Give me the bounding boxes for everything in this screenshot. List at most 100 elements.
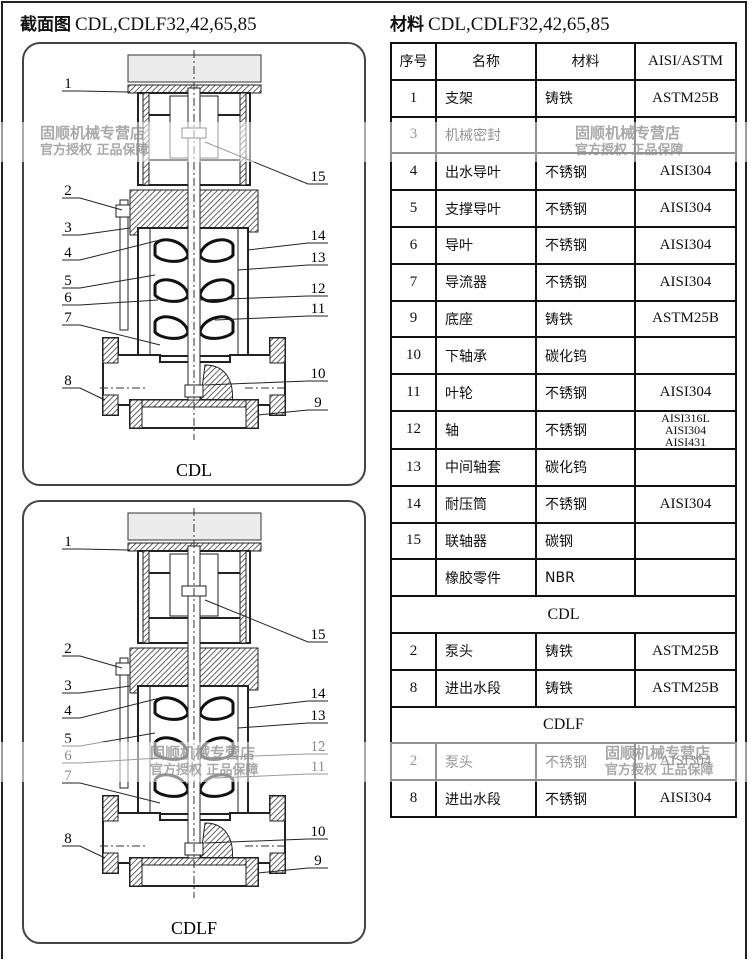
leader-line	[62, 239, 161, 261]
part-name: 下轴承	[435, 336, 537, 376]
part-material: 铸铁	[535, 299, 636, 339]
callout-label: 14	[311, 686, 327, 702]
part-number: 10	[390, 336, 437, 376]
title-models: CDL,CDLF32,42,65,85	[428, 14, 610, 35]
leader-line	[214, 315, 328, 321]
part-material: 铸铁	[535, 78, 636, 118]
callout-label: 15	[311, 627, 326, 643]
part-name: 耐压筒	[435, 484, 537, 524]
part-standard	[634, 447, 737, 487]
title-bold: 截面图	[20, 15, 71, 35]
part-name: 出水导叶	[435, 152, 537, 192]
callout-label: 10	[311, 824, 326, 840]
diagram-caption-cdl: CDL	[176, 460, 212, 480]
section-row: CDLF	[390, 705, 737, 745]
part-number: 2	[390, 631, 437, 671]
part-number: 12	[390, 409, 437, 450]
part-number	[390, 558, 437, 598]
leader-line	[204, 838, 328, 844]
leader-line	[62, 227, 131, 236]
part-standard: AISI304	[634, 779, 737, 818]
leader-line	[62, 90, 131, 93]
part-material: 碳化钨	[535, 447, 636, 487]
leader-line	[257, 409, 328, 416]
part-name: 支撑导叶	[435, 189, 537, 228]
leader-line	[257, 867, 328, 874]
part-standard: AISI304	[634, 189, 737, 228]
part-number: 14	[390, 484, 437, 524]
part-number: 11	[390, 373, 437, 412]
part-standard: AISI304	[634, 742, 737, 782]
part-standard	[634, 336, 737, 376]
part-material: 不锈钢	[535, 262, 636, 302]
part-number: 1	[390, 78, 437, 118]
part-standard: ASTM25B	[634, 631, 737, 671]
diagram-panel-cdlf	[22, 500, 366, 944]
part-name: 支架	[435, 78, 537, 118]
title-bold: 材料	[390, 15, 424, 35]
callout-label: 4	[64, 703, 72, 719]
part-number: 5	[390, 189, 437, 228]
leader-line	[204, 380, 328, 386]
leader-line	[247, 242, 328, 251]
callout-label: 7	[64, 768, 72, 784]
callout-label: 8	[64, 373, 72, 389]
callout-label: 13	[311, 708, 326, 724]
part-name: 进出水段	[435, 668, 537, 708]
standard-line: AISI316L	[661, 410, 710, 425]
callout-label: 1	[64, 534, 72, 550]
callout-label: 9	[314, 853, 322, 869]
part-standard: ASTM25B	[634, 668, 737, 708]
part-number: 3	[390, 115, 437, 155]
part-name: 进出水段	[435, 779, 537, 818]
callout-label: 7	[64, 310, 72, 326]
callout-label: 5	[64, 731, 72, 747]
leader-line	[237, 722, 328, 729]
part-material: 不锈钢	[535, 373, 636, 412]
header-name: 名称	[435, 42, 537, 81]
part-material: 铸铁	[535, 631, 636, 671]
leader-line	[62, 697, 161, 719]
header-no: 序号	[390, 42, 437, 81]
header-standard: AISI/ASTM	[634, 42, 737, 81]
part-number: 15	[390, 521, 437, 561]
part-number: 4	[390, 152, 437, 192]
part-material: 碳钢	[535, 521, 636, 561]
callout-label: 12	[311, 281, 326, 297]
callout-label: 5	[64, 273, 72, 289]
leader-line	[204, 599, 328, 643]
part-material: NBR	[535, 558, 636, 598]
part-material: 碳化钨	[535, 336, 636, 376]
part-standard	[634, 115, 737, 155]
callout-label: 2	[64, 183, 72, 199]
part-standard: AISI304	[634, 373, 737, 412]
leader-line	[62, 845, 106, 859]
part-number: 8	[390, 668, 437, 708]
part-standard	[634, 558, 737, 598]
part-name: 泵头	[435, 742, 537, 782]
part-name: 中间轴套	[435, 447, 537, 487]
callout-label: 10	[311, 366, 326, 382]
part-number: 9	[390, 299, 437, 339]
callout-label: 2	[64, 641, 72, 657]
part-name: 轴	[435, 409, 537, 450]
part-standard	[634, 521, 737, 561]
part-number: 6	[390, 225, 437, 265]
callout-label: 1	[64, 76, 72, 92]
diagram-caption-cdlf: CDLF	[171, 918, 217, 938]
callout-label: 11	[311, 301, 325, 317]
leader-line	[62, 387, 106, 401]
leader-line	[247, 700, 328, 709]
